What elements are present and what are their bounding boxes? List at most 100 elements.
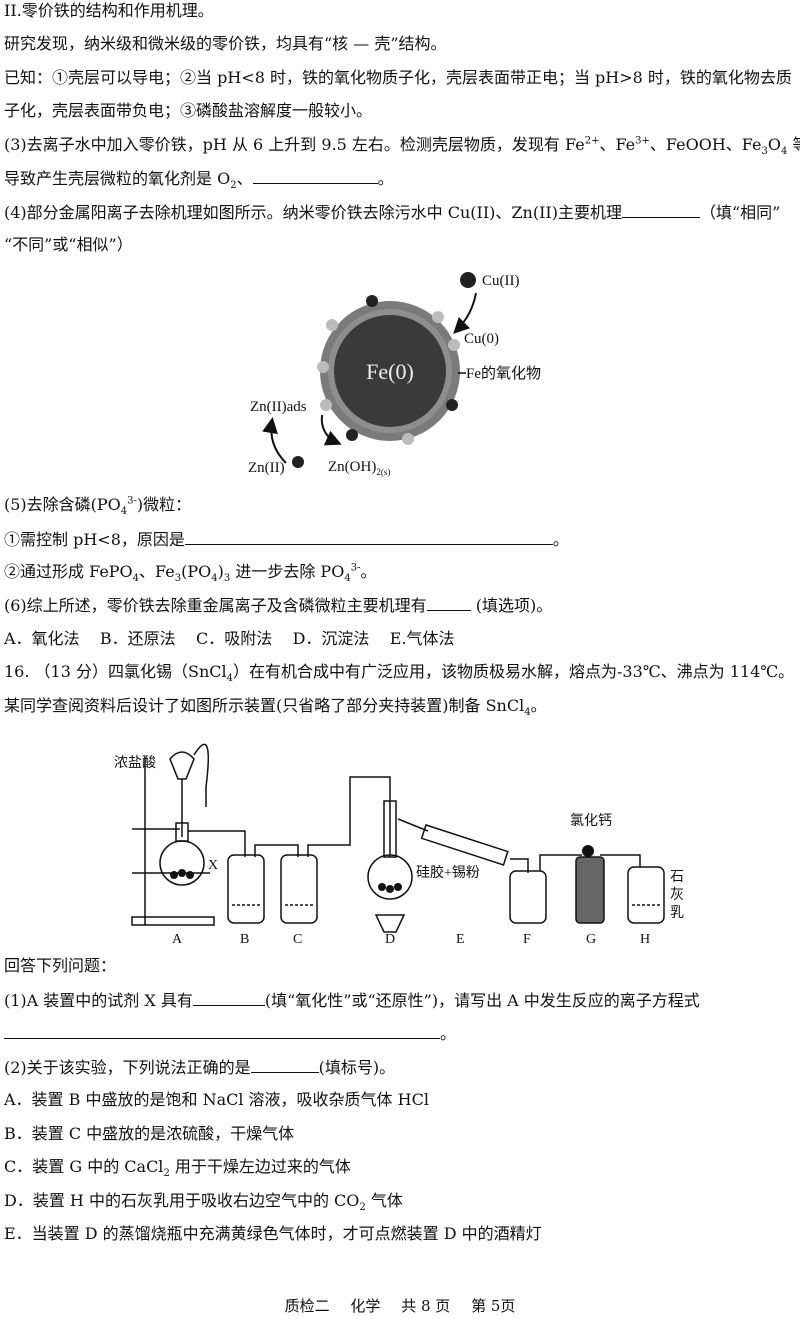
label-f: F xyxy=(523,932,531,947)
oxide-particle xyxy=(320,399,332,411)
q3-line2-sub: 2 xyxy=(230,180,237,192)
label-d: D xyxy=(385,932,395,947)
q5-sub: 4 xyxy=(120,506,128,518)
q16-sub: 4 xyxy=(226,673,233,685)
solid-x xyxy=(186,871,194,879)
bottle-c xyxy=(280,854,318,924)
q4-text-a: (4)部分金属阳离子去除机理如图所示。纳米零价铁去除污水中 Cu(II)、Zn(… xyxy=(4,203,622,222)
q3-sup-1: 2+ xyxy=(584,135,600,147)
known-line-2: 子化，壳层表面带负电；③磷酸盐溶解度一般较小。 xyxy=(4,101,373,120)
q16-text-a: 16. （13 分）四氯化锡（SnCl xyxy=(4,662,227,681)
question-6: (6)综上所述，零价铁去除重金属离子及含磷微粒主要机理有 (填选项)。 xyxy=(4,594,796,617)
question-4-line-1: (4)部分金属阳离子去除机理如图所示。纳米零价铁去除污水中 Cu(II)、Zn(… xyxy=(4,201,796,224)
flask-a xyxy=(159,840,205,886)
q3-line2-sep: 、 xyxy=(236,169,253,188)
q5-2-s4: 3 xyxy=(223,573,231,585)
tin-powder xyxy=(394,883,402,891)
opt-d-a: D．装置 H 中的石灰乳用于吸收右边空气中的 CO xyxy=(4,1191,360,1210)
question-6-options: A．氧化法 B．还原法 C．吸附法 D．沉淀法 E.气体法 xyxy=(4,629,455,648)
tube-ef xyxy=(510,858,529,873)
q16-line2-a: 某同学查阅资料后设计了如图所示装置(只省略了部分夹持装置)制备 SnCl xyxy=(4,696,525,715)
cu-arrow xyxy=(453,292,477,334)
bottle-f xyxy=(509,870,547,924)
apparatus-figure: 浓盐酸 X 硅胶+锡粉 氯化钙 石 灰 乳 A B C D E F G H xyxy=(114,743,684,947)
oxide-particle xyxy=(448,339,460,351)
q3-sub-1: 3 xyxy=(761,146,768,158)
q16-line2-sub: 4 xyxy=(524,707,531,719)
cu0-label: Cu(0) xyxy=(464,331,499,347)
flask-d-neck xyxy=(383,800,397,858)
oxide-particle xyxy=(326,319,338,331)
footer-exam: 质检二 xyxy=(284,1297,330,1315)
q5-sup: 3- xyxy=(127,495,137,507)
cu-particle xyxy=(366,295,378,307)
tube-gh xyxy=(600,854,641,867)
option-c: C．装置 G 中的 CaCl2 用于干燥左边过来的气体 xyxy=(4,1156,796,1179)
label-h: H xyxy=(640,932,650,947)
q5-2-s1: 4 xyxy=(132,573,140,585)
answer-blank-16-1b[interactable] xyxy=(4,1022,440,1039)
cu2-label: Cu(II) xyxy=(482,273,520,289)
tube-bc xyxy=(254,844,299,857)
lime-label-3: 乳 xyxy=(670,905,684,921)
q16-text-b: ）在有机合成中有广泛应用，该物质极易水解，熔点为-33℃、沸点为 114℃。 xyxy=(232,662,795,681)
lime-label-1: 石 xyxy=(670,870,684,885)
opt-c-b: 用于干燥左边过来的气体 xyxy=(169,1157,351,1176)
option-a: A．装置 B 中盛放的是饱和 NaCl 溶液，吸收杂质气体 HCl xyxy=(4,1090,429,1109)
question-3-line-1: (3)去离子水中加入零价铁，pH 从 6 上升到 9.5 左右。检测壳层物质，发… xyxy=(4,134,800,158)
intro-text: 研究发现，纳米级和微米级的零价铁，均具有“核 — 壳”结构。 xyxy=(4,34,447,53)
footer-page: 第 5页 xyxy=(471,1297,516,1315)
label-a: A xyxy=(172,932,183,947)
q5-2-a: ②通过形成 FePO xyxy=(4,562,133,581)
zn-adsorb-arrow xyxy=(262,417,287,464)
answer-blank-16-2[interactable] xyxy=(250,1056,319,1073)
question-4-line-2: “不同”或“相似”） xyxy=(4,235,133,254)
flask-a-neck xyxy=(175,822,189,842)
answer-blank-q3[interactable] xyxy=(252,167,378,184)
q16-2-b: (填标号)。 xyxy=(318,1058,396,1077)
znoh-sub: 2(s) xyxy=(376,467,390,477)
answer-blank-q4[interactable] xyxy=(621,201,700,218)
option-b: B．装置 C 中盛放的是浓硫酸，干燥气体 xyxy=(4,1124,295,1143)
tube-ab xyxy=(188,830,246,857)
q5-2-s3: 4 xyxy=(211,573,218,585)
label-b: B xyxy=(240,932,249,947)
q5-1-text: ①需控制 pH<8，原因是 xyxy=(4,530,185,549)
bottle-h xyxy=(627,866,665,924)
alcohol-lamp xyxy=(374,914,406,933)
q5-1-end: 。 xyxy=(552,530,569,549)
condenser-e xyxy=(420,824,509,866)
q5-2-s2: 3 xyxy=(174,573,182,585)
pressure-tube xyxy=(193,743,209,807)
q3-line2-text: 导致产生壳层微粒的氧化剂是 O xyxy=(4,169,231,188)
tube-de xyxy=(397,818,429,832)
cu2-ion xyxy=(460,272,476,288)
znoh-main: Zn(OH) xyxy=(328,459,376,475)
stopper-g xyxy=(582,845,594,857)
question-16-2: (2)关于该实验，下列说法正确的是(填标号)。 xyxy=(4,1056,796,1079)
answer-blank-q6[interactable] xyxy=(426,594,471,611)
q4-text-b: （填“相同” xyxy=(699,203,781,222)
oxide-particle xyxy=(402,433,414,445)
tin-powder xyxy=(386,885,394,893)
q3-text-a: (3)去离子水中加入零价铁，pH 从 6 上升到 9.5 左右。检测壳层物质，发… xyxy=(4,135,585,154)
label-e: E xyxy=(456,932,465,947)
tube-cd xyxy=(307,776,391,857)
znads-label: Zn(II)ads xyxy=(250,399,307,415)
answer-blank-q5[interactable] xyxy=(184,528,553,545)
answer-prompt: 回答下列问题： xyxy=(4,956,117,975)
answer-blank-16-1a[interactable] xyxy=(192,989,265,1006)
acid-label: 浓盐酸 xyxy=(114,755,156,771)
opt-d-sub: 2 xyxy=(359,1202,366,1214)
q5-2-f: 。 xyxy=(360,562,377,581)
option-d: D．装置 H 中的石灰乳用于吸收右边空气中的 CO2 气体 xyxy=(4,1190,796,1214)
section-heading: II.零价铁的结构和作用机理。 xyxy=(4,1,214,20)
q3-text-b: 、Fe xyxy=(599,135,636,154)
solid-x xyxy=(178,869,186,877)
question-5-part-2: ②通过形成 FePO4、Fe3(PO4)3 进一步去除 PO43-。 xyxy=(4,561,796,585)
q3-text-d: O xyxy=(767,135,781,154)
q5-text-b: )微粒： xyxy=(136,495,192,514)
oxide-label: Fe的氧化物 xyxy=(466,365,541,382)
q5-2-c: (PO xyxy=(181,562,212,581)
q5-2-d: ) xyxy=(217,562,224,581)
